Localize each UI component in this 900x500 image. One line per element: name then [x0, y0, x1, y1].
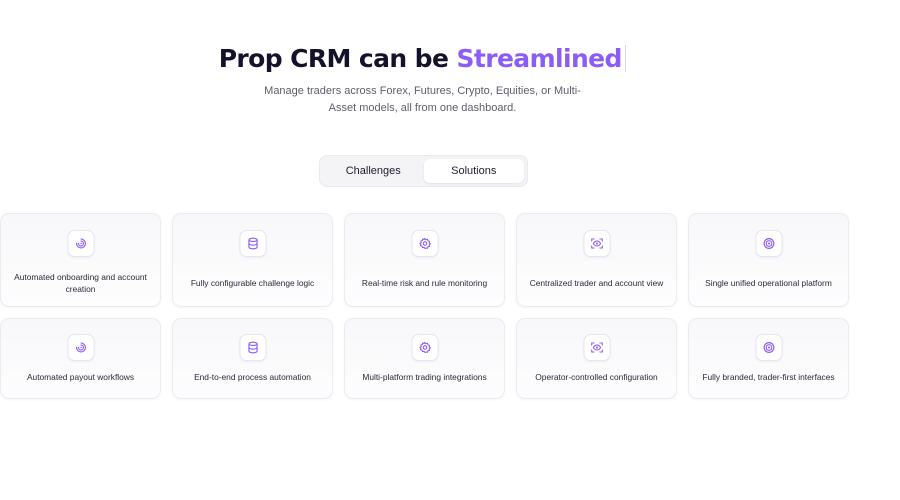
title-prefix: Prop CRM can be: [218, 44, 457, 73]
database-icon: [239, 230, 266, 257]
swirl-icon: [67, 334, 94, 361]
feature-card: Fully branded, trader-first interfaces: [688, 318, 849, 399]
tab-challenges[interactable]: Challenges: [345, 165, 401, 177]
title-accent-word: Streamlined: [456, 44, 622, 73]
feature-grid: Automated onboarding and account creatio…: [0, 213, 849, 399]
tab-switcher: Challenges Solutions: [319, 155, 528, 187]
page-subtitle: Manage traders across Forex, Futures, Cr…: [264, 85, 581, 114]
eye-scan-icon: [583, 230, 610, 257]
feature-label: Centralized trader and account view: [529, 278, 664, 288]
database-icon: [239, 334, 266, 361]
feature-label: Automated payout workflows: [26, 372, 135, 382]
feature-label: Multi-platform trading integrations: [362, 372, 487, 382]
hero-section: Prop CRM can be Streamlined Manage trade…: [0, 44, 845, 117]
feature-card: End-to-end process automation: [172, 318, 333, 399]
feature-card: Fully configurable challenge logic: [172, 213, 333, 307]
feature-card: Automated onboarding and account creatio…: [0, 213, 161, 307]
feature-card: Operator-controlled configuration: [516, 318, 677, 399]
tab-solutions[interactable]: Solutions: [423, 159, 524, 183]
gear-icon: [411, 334, 438, 361]
feature-card: Centralized trader and account view: [516, 213, 677, 307]
feature-card: Real-time risk and rule monitoring: [344, 213, 505, 307]
broadcast-icon: [755, 230, 782, 257]
feature-card: Automated payout workflows: [0, 318, 161, 399]
swirl-icon: [67, 230, 94, 257]
feature-card: Single unified operational platform: [688, 213, 849, 307]
feature-label: End-to-end process automation: [194, 372, 311, 382]
feature-label: Single unified operational platform: [705, 278, 832, 288]
gear-icon: [411, 230, 438, 257]
feature-card: Multi-platform trading integrations: [344, 318, 505, 399]
broadcast-icon: [755, 334, 782, 361]
feature-label: Automated onboarding and account creatio…: [14, 272, 147, 294]
eye-scan-icon: [583, 334, 610, 361]
feature-label: Operator-controlled configuration: [535, 372, 658, 382]
feature-label: Real-time risk and rule monitoring: [361, 278, 488, 288]
page-title: Prop CRM can be Streamlined: [0, 44, 845, 73]
feature-label: Fully configurable challenge logic: [190, 278, 315, 288]
feature-label: Fully branded, trader-first interfaces: [702, 372, 835, 382]
typing-cursor: [624, 45, 627, 72]
